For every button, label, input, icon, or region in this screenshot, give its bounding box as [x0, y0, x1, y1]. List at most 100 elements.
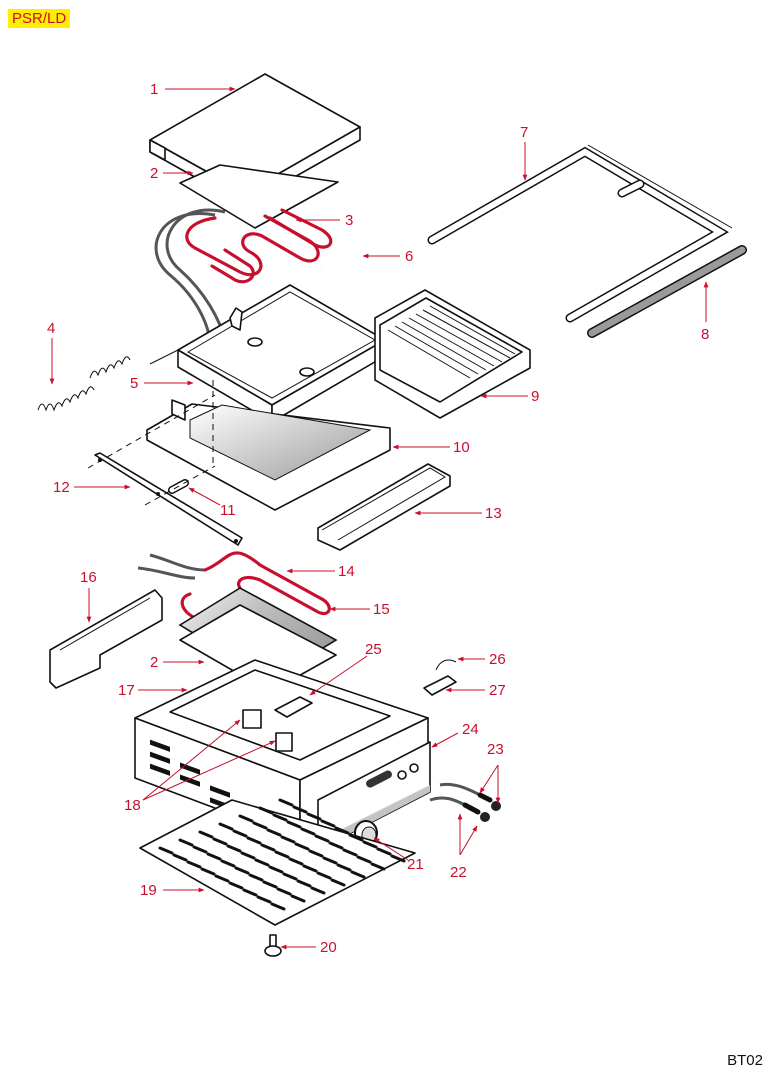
callouts: 1 2 3 4 5 6 7 8 9 10 11 12 13 14 15 16 2… — [47, 81, 709, 956]
callout-label: 7 — [520, 124, 528, 141]
callout-2-upper: 2 — [150, 165, 194, 182]
callout-12: 12 — [53, 479, 131, 496]
vent-slot — [268, 865, 284, 874]
drip-tray-part — [317, 463, 451, 551]
vent-slot — [186, 860, 202, 869]
vent-slot — [322, 856, 338, 865]
callout-25: 25 — [309, 641, 382, 696]
handle-bracket-part — [321, 253, 364, 310]
lower-ribbed-plate-part — [374, 289, 531, 419]
callout-label: 20 — [320, 939, 337, 956]
callout-10: 10 — [392, 439, 470, 456]
vent-slot — [232, 829, 248, 838]
vent-slot — [356, 855, 372, 864]
callout-label: 24 — [462, 721, 479, 738]
callout-label: 25 — [365, 641, 382, 658]
vent-slot — [178, 838, 194, 847]
callout-label: 6 — [405, 248, 413, 265]
callout-label: 19 — [140, 882, 157, 899]
plate-tray-part — [146, 399, 391, 511]
terminal-block-part — [274, 696, 313, 718]
vent-slot — [328, 841, 344, 850]
vent-slot — [282, 872, 298, 881]
vent-slot — [246, 836, 262, 845]
vent-slot — [234, 866, 250, 875]
vent-slot — [272, 813, 288, 822]
vent-slot — [294, 842, 310, 851]
callout-26: 26 — [457, 651, 506, 668]
insulation-sheet-upper-part — [179, 164, 339, 229]
vent-slot — [206, 852, 222, 861]
bottom-plate-vents — [158, 798, 406, 911]
thermostats-part — [242, 709, 293, 752]
callout-20: 20 — [280, 939, 337, 956]
springs-part — [37, 356, 131, 412]
callout-16: 16 — [80, 569, 97, 623]
vent-slot — [242, 888, 258, 897]
callout-label: 15 — [373, 601, 390, 618]
vent-slot — [316, 871, 332, 880]
vent-slot — [370, 862, 386, 871]
vent-slot — [212, 837, 228, 846]
upper-grill-plate-part — [149, 284, 386, 423]
vent-slot — [300, 827, 316, 836]
callout-2-lower: 2 — [150, 654, 205, 671]
callout-label: 3 — [345, 212, 353, 229]
callout-4: 4 — [47, 320, 55, 385]
bottom-plate-part — [139, 798, 416, 926]
vent-slot — [200, 867, 216, 876]
callout-21: 21 — [373, 837, 424, 873]
vent-slot — [254, 858, 270, 867]
vent-slot — [286, 820, 302, 829]
callout-label: 2 — [150, 654, 158, 671]
vent-slot — [266, 828, 282, 837]
callout-13: 13 — [414, 505, 502, 522]
vent-slot — [350, 870, 366, 879]
callout-14: 14 — [286, 563, 355, 580]
callout-label: 1 — [150, 81, 158, 98]
upper-heating-element-part — [154, 208, 333, 346]
vent-slot — [306, 812, 322, 821]
model-code-badge: PSR/LD — [8, 9, 71, 28]
callout-label: 11 — [220, 502, 236, 519]
callout-label: 26 — [489, 651, 506, 668]
vent-slot — [290, 894, 306, 903]
vent-slot — [336, 863, 352, 872]
callout-label: 12 — [53, 479, 70, 496]
handle-frame-part — [427, 144, 733, 323]
vent-slot — [330, 878, 346, 887]
vent-slot — [240, 851, 256, 860]
callout-label: 10 — [453, 439, 470, 456]
vent-slot — [192, 845, 208, 854]
vent-slot — [248, 873, 264, 882]
callout-label: 4 — [47, 320, 55, 337]
callout-label: 27 — [489, 682, 506, 699]
vent-slot — [256, 895, 272, 904]
vent-slot — [302, 864, 318, 873]
callout-23: 23 — [479, 741, 504, 804]
callout-22: 22 — [450, 813, 478, 881]
callout-15: 15 — [329, 601, 390, 618]
vent-slot — [258, 806, 274, 815]
vent-slot — [226, 844, 242, 853]
callout-24: 24 — [431, 721, 479, 748]
callout-8: 8 — [701, 281, 709, 343]
thermal-fuse-part — [435, 659, 457, 671]
indicator-lamps-part — [429, 782, 501, 822]
callout-label: 14 — [338, 563, 355, 580]
sheet-code: BT02 — [727, 1052, 763, 1069]
plate-ribs — [387, 305, 516, 379]
callout-19: 19 — [140, 882, 205, 899]
vent-slot — [172, 853, 188, 862]
vent-slot — [292, 805, 308, 814]
callout-6: 6 — [362, 248, 413, 265]
vent-slot — [228, 881, 244, 890]
vent-slot — [238, 814, 254, 823]
vent-slot — [376, 847, 392, 856]
vent-slot — [198, 830, 214, 839]
callout-label: 5 — [130, 375, 138, 392]
callout-7: 7 — [520, 124, 528, 181]
vent-slot — [252, 821, 268, 830]
callout-3: 3 — [295, 212, 353, 229]
